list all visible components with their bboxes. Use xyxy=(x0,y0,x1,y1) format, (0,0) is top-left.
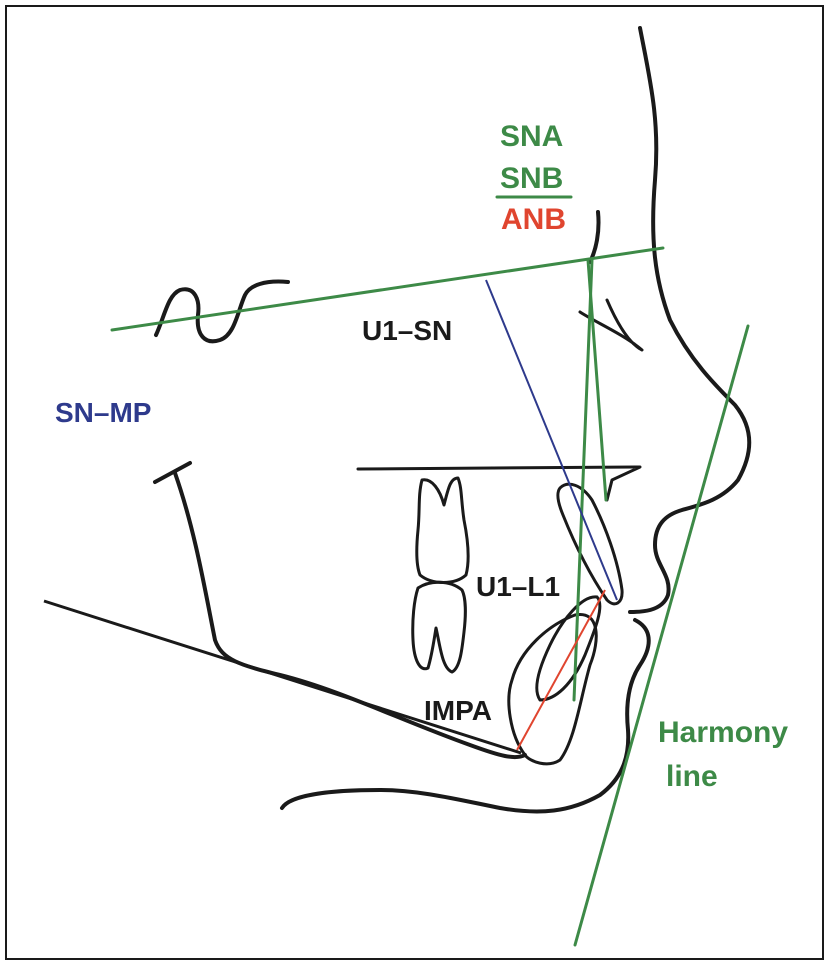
mandible-ramus xyxy=(153,461,192,484)
palatal-plane xyxy=(356,465,642,502)
lower-lip-chin-profile xyxy=(280,618,651,814)
label-u1-l1: U1–L1 xyxy=(476,571,560,602)
mandibular-plane xyxy=(43,599,522,755)
green-lines xyxy=(110,195,750,947)
label-impa: IMPA xyxy=(424,695,492,726)
label-anb: ANB xyxy=(501,203,566,236)
nasion-contour xyxy=(588,210,601,264)
nasal-contour xyxy=(578,298,644,352)
lower-molar xyxy=(411,580,467,674)
anatomy-outline xyxy=(153,26,752,814)
outer-frame xyxy=(5,5,824,960)
label-sn-mp: SN–MP xyxy=(55,397,151,428)
label-u1-sn: U1–SN xyxy=(362,315,452,346)
label-snb: SNB xyxy=(500,162,563,195)
harmony-line xyxy=(573,324,750,947)
sella-curve xyxy=(154,279,290,344)
snb-line xyxy=(572,258,594,702)
label-harmony-line-2: line xyxy=(666,760,718,793)
lower-incisor xyxy=(535,595,602,702)
upper-molar xyxy=(415,476,470,584)
soft-tissue-profile xyxy=(628,26,752,614)
sn-line xyxy=(110,246,665,332)
label-harmony-line-1: Harmony xyxy=(658,716,788,749)
u1-sn-line xyxy=(485,279,618,601)
upper-incisor xyxy=(556,482,624,606)
lower-incisor-axis xyxy=(516,589,606,751)
label-sna: SNA xyxy=(500,120,563,153)
